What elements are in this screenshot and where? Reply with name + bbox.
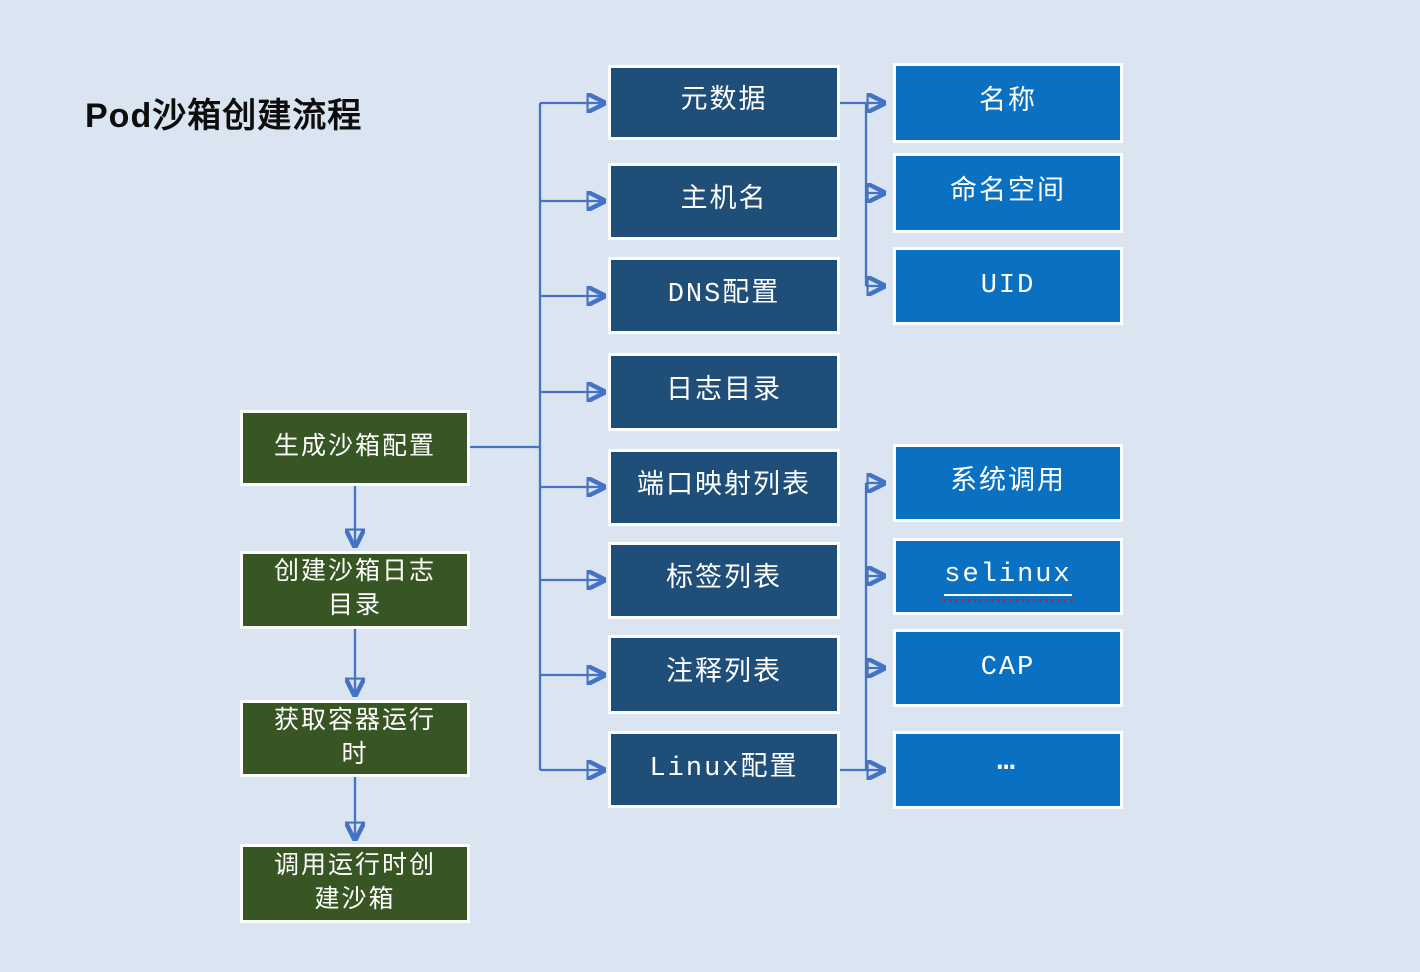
- config-item-label: DNS配置: [667, 280, 781, 311]
- linux-field-syscalls: 系统调用: [893, 444, 1123, 522]
- connector-metadata-fanout: [840, 103, 883, 286]
- flow-step-label: 生成沙箱配置: [273, 433, 436, 463]
- flow-step-call-runtime-create-sandbox: 调用运行时创建沙箱: [240, 844, 470, 923]
- config-item-log-directory: 日志目录: [608, 353, 840, 431]
- config-item-linux-config: Linux配置: [608, 731, 840, 808]
- linux-field-cap: CAP: [893, 629, 1123, 707]
- connector-linux-fanout: [840, 483, 883, 770]
- config-item-label: 端口映射列表: [637, 472, 811, 503]
- metadata-field-namespace: 命名空间: [893, 153, 1123, 233]
- config-item-metadata: 元数据: [608, 65, 840, 140]
- flow-step-get-container-runtime: 获取容器运行时: [240, 700, 470, 777]
- config-item-port-mapping-list: 端口映射列表: [608, 449, 840, 526]
- config-item-label: 标签列表: [666, 565, 782, 596]
- config-item-label: Linux配置: [649, 754, 799, 785]
- flow-step-create-sandbox-log-dir: 创建沙箱日志目录: [240, 551, 470, 629]
- linux-field-label: CAP: [980, 652, 1036, 683]
- connector-config-fanout: [470, 103, 603, 770]
- metadata-field-label: 名称: [979, 87, 1037, 118]
- linux-field-selinux: selinux: [893, 538, 1123, 615]
- linux-field-label: 系统调用: [950, 467, 1066, 498]
- config-item-label: 注释列表: [666, 659, 782, 690]
- linux-field-more: …: [893, 731, 1123, 809]
- diagram-title: Pod沙箱创建流程: [85, 97, 363, 135]
- config-item-hostname: 主机名: [608, 163, 840, 240]
- config-item-label: 主机名: [680, 186, 768, 217]
- config-item-label-list: 标签列表: [608, 542, 840, 619]
- flow-step-label: 获取容器运行时: [273, 706, 436, 770]
- metadata-field-name: 名称: [893, 63, 1123, 143]
- config-item-label: 元数据: [680, 87, 768, 118]
- config-item-annotation-list: 注释列表: [608, 635, 840, 714]
- metadata-field-uid: UID: [893, 247, 1123, 325]
- config-item-dns-config: DNS配置: [608, 257, 840, 334]
- flow-step-generate-sandbox-config: 生成沙箱配置: [240, 410, 470, 486]
- linux-field-label: selinux: [942, 557, 1075, 603]
- config-item-label: 日志目录: [666, 376, 782, 407]
- metadata-field-label: UID: [980, 270, 1036, 301]
- flow-step-label: 创建沙箱日志目录: [273, 558, 436, 621]
- flow-step-label: 调用运行时创建沙箱: [273, 851, 436, 915]
- linux-field-label: …: [996, 744, 1019, 779]
- metadata-field-label: 命名空间: [950, 177, 1066, 208]
